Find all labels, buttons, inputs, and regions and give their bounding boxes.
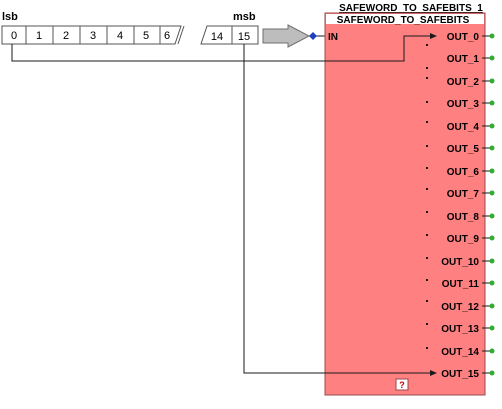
output-label-0: OUT_0 bbox=[447, 32, 480, 43]
output-pin-1[interactable] bbox=[489, 55, 495, 61]
input-pin-label: IN bbox=[328, 32, 338, 43]
output-pin-11[interactable] bbox=[489, 280, 495, 286]
output-pin-13[interactable] bbox=[489, 325, 495, 331]
output-label-15: OUT_15 bbox=[441, 369, 479, 380]
output-pin-4[interactable] bbox=[489, 123, 495, 129]
output-pin-8[interactable] bbox=[489, 213, 495, 219]
wire-bit0-to-out0 bbox=[11, 35, 431, 62]
output-label-5: OUT_5 bbox=[447, 144, 480, 155]
wire-bit15-arrowhead bbox=[430, 370, 437, 376]
function-block[interactable] bbox=[324, 12, 486, 396]
output-label-12: OUT_12 bbox=[441, 302, 479, 313]
output-label-9: OUT_9 bbox=[447, 234, 480, 245]
output-label-7: OUT_7 bbox=[447, 189, 480, 200]
output-pin-0[interactable] bbox=[489, 33, 495, 39]
output-pin-7[interactable] bbox=[489, 190, 495, 196]
bit-label-14: 14 bbox=[211, 31, 223, 43]
bit-label-15: 15 bbox=[238, 31, 250, 43]
bit-label-6: 6 bbox=[164, 30, 170, 42]
msb-label: msb bbox=[233, 11, 256, 23]
output-pin-3[interactable] bbox=[489, 100, 495, 106]
output-label-1: OUT_1 bbox=[447, 54, 480, 65]
output-pin-2[interactable] bbox=[489, 78, 495, 84]
data-flow-arrow bbox=[262, 24, 311, 48]
bit-cells-right: 14 15 bbox=[200, 25, 259, 45]
bit-cell-6[interactable] bbox=[159, 25, 182, 45]
output-label-10: OUT_10 bbox=[441, 257, 479, 268]
bit-label-4: 4 bbox=[117, 30, 123, 42]
bit-label-3: 3 bbox=[90, 30, 96, 42]
bit-label-2: 2 bbox=[63, 30, 69, 42]
wire-bit15-to-out15 bbox=[243, 44, 431, 374]
bit-label-1: 1 bbox=[36, 30, 42, 42]
bit-label-0: 0 bbox=[11, 30, 17, 42]
outputs: OUT_0 OUT_1 OUT_2 OUT_3 OUT_4 OUT_5 OUT_… bbox=[441, 32, 495, 380]
block-dots bbox=[426, 44, 428, 349]
break-mark bbox=[177, 25, 185, 45]
output-pin-12[interactable] bbox=[489, 303, 495, 309]
output-label-2: OUT_2 bbox=[447, 77, 480, 88]
output-label-11: OUT_11 bbox=[442, 279, 480, 290]
bit-label-5: 5 bbox=[143, 30, 149, 42]
output-label-6: OUT_6 bbox=[447, 167, 480, 178]
output-pin-10[interactable] bbox=[489, 258, 495, 264]
output-pin-6[interactable] bbox=[489, 168, 495, 174]
lsb-label: lsb bbox=[2, 11, 18, 23]
output-label-14: OUT_14 bbox=[441, 347, 479, 358]
bit-cells-left: 0 1 2 3 4 5 6 bbox=[1, 25, 185, 45]
output-pin-14[interactable] bbox=[489, 348, 495, 354]
block-header bbox=[326, 14, 484, 24]
block-instance-name: SAFEWORD_TO_SAFEBITS_1 bbox=[339, 3, 483, 14]
bit-cell-15[interactable] bbox=[231, 25, 259, 45]
output-label-13: OUT_13 bbox=[441, 324, 479, 335]
output-pin-5[interactable] bbox=[489, 145, 495, 151]
help-badge[interactable] bbox=[395, 378, 409, 391]
output-label-8: OUT_8 bbox=[447, 212, 480, 223]
output-label-4: OUT_4 bbox=[447, 122, 480, 133]
wire-bit0-arrowhead bbox=[430, 33, 437, 39]
block-type-name: SAFEWORD_TO_SAFEBITS bbox=[337, 15, 470, 26]
output-pin-15[interactable] bbox=[489, 370, 495, 376]
output-pin-9[interactable] bbox=[489, 235, 495, 241]
input-connection-point[interactable] bbox=[309, 32, 317, 40]
help-badge-text: ? bbox=[399, 380, 405, 390]
output-label-3: OUT_3 bbox=[447, 99, 480, 110]
